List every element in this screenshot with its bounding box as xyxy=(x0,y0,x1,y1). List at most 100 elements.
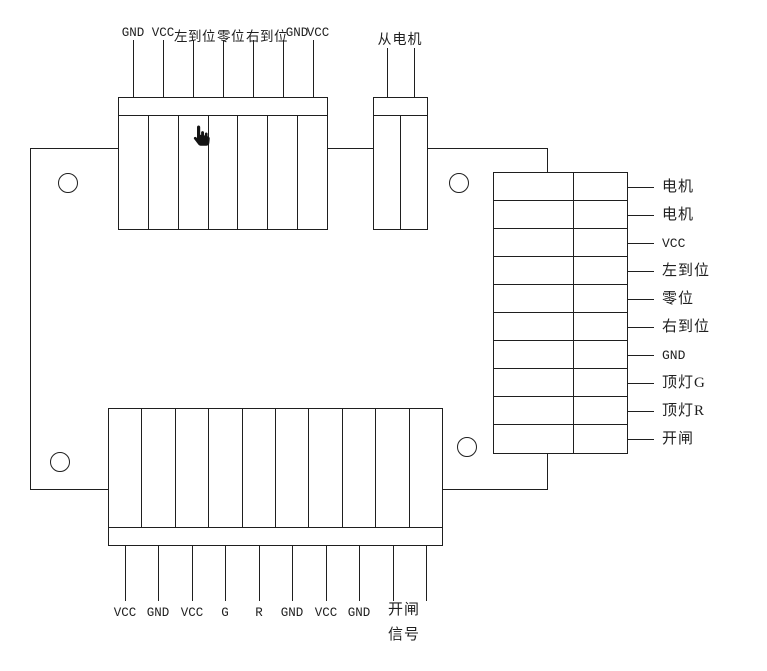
wire xyxy=(393,545,394,601)
wire xyxy=(359,545,360,601)
pin-label: 顶灯G xyxy=(662,375,706,391)
mounting-hole xyxy=(50,452,70,472)
wire xyxy=(163,40,164,97)
terminal-cell xyxy=(494,341,574,368)
pin-label: VCC xyxy=(306,26,330,40)
terminal-cell xyxy=(209,409,243,527)
terminal-row xyxy=(494,397,627,425)
pin-label: 顶灯R xyxy=(662,403,706,419)
gate-signal-label: 开闸 信号 xyxy=(388,598,420,648)
wire xyxy=(628,271,654,272)
mounting-hole xyxy=(457,437,477,457)
wire xyxy=(426,545,427,601)
terminal-cell xyxy=(574,173,627,200)
motor-terminal-cells xyxy=(374,116,427,229)
wire xyxy=(193,40,194,97)
terminal-cell xyxy=(494,257,574,284)
wire xyxy=(125,545,126,601)
terminal-cell xyxy=(494,229,574,256)
terminal-cell xyxy=(410,409,442,527)
wire xyxy=(133,40,134,97)
terminal-cell xyxy=(268,116,299,229)
pin-label: GND xyxy=(280,606,304,620)
pin-label: 电机 xyxy=(662,179,695,195)
top-terminal-strip xyxy=(118,97,328,116)
terminal-cell xyxy=(574,285,627,312)
pin-label: 左到位 xyxy=(662,263,711,279)
wire xyxy=(192,545,193,601)
wire xyxy=(158,545,159,601)
wire xyxy=(628,383,654,384)
terminal-cell xyxy=(494,201,574,228)
wire xyxy=(628,243,654,244)
terminal-row xyxy=(494,229,627,257)
pin-label: GND xyxy=(285,26,309,40)
wire xyxy=(628,411,654,412)
terminal-row xyxy=(494,285,627,313)
wire xyxy=(225,545,226,601)
terminal-row xyxy=(494,173,627,201)
hand-cursor-icon xyxy=(192,124,212,148)
wire xyxy=(326,545,327,601)
wire xyxy=(223,40,224,97)
terminal-cell xyxy=(374,116,401,229)
wire xyxy=(414,48,415,97)
pin-label: 开闸 xyxy=(662,431,695,447)
wire xyxy=(628,187,654,188)
mounting-hole xyxy=(449,173,469,193)
terminal-cell xyxy=(574,425,627,453)
terminal-cell xyxy=(119,116,149,229)
terminal-row xyxy=(494,425,627,453)
terminal-cell xyxy=(494,369,574,396)
bottom-terminal-cells xyxy=(109,409,442,527)
terminal-cell xyxy=(574,257,627,284)
pin-label: VCC xyxy=(180,606,204,620)
pin-label: 右到位 xyxy=(246,29,288,44)
right-terminal-block xyxy=(493,172,628,454)
wire xyxy=(628,327,654,328)
pin-label: G xyxy=(221,606,229,620)
terminal-cell xyxy=(109,409,143,527)
top-terminal-body xyxy=(118,115,328,230)
terminal-cell xyxy=(179,116,209,229)
mounting-hole xyxy=(58,173,78,193)
motor-terminal-strip xyxy=(373,97,428,116)
wire xyxy=(628,439,654,440)
terminal-cell xyxy=(276,409,310,527)
wire xyxy=(387,48,388,97)
terminal-cell xyxy=(238,116,269,229)
terminal-row xyxy=(494,201,627,229)
pin-label: 右到位 xyxy=(662,319,711,335)
terminal-cell xyxy=(149,116,179,229)
motor-connector-label: 从电机 xyxy=(377,33,423,48)
pin-label: VCC xyxy=(662,236,686,251)
terminal-cell xyxy=(309,409,343,527)
wire xyxy=(292,545,293,601)
pin-label: 零位 xyxy=(217,29,245,44)
terminal-cell xyxy=(494,425,574,453)
pin-label: VCC xyxy=(314,606,338,620)
terminal-cell xyxy=(574,397,627,424)
pin-label: GND xyxy=(121,26,145,40)
bottom-terminal-strip xyxy=(108,527,443,546)
terminal-cell xyxy=(401,116,427,229)
terminal-cell xyxy=(574,229,627,256)
wire xyxy=(253,40,254,97)
wire xyxy=(628,215,654,216)
terminal-cell xyxy=(494,397,574,424)
terminal-cell xyxy=(574,369,627,396)
wire xyxy=(259,545,260,601)
terminal-row xyxy=(494,369,627,397)
terminal-cell xyxy=(142,409,176,527)
terminal-cell xyxy=(494,285,574,312)
gate-signal-line2: 信号 xyxy=(387,627,421,643)
terminal-cell xyxy=(343,409,377,527)
terminal-row xyxy=(494,341,627,369)
pin-label: 左到位 xyxy=(174,29,216,44)
top-terminal-cells xyxy=(119,116,327,229)
pin-label: 零位 xyxy=(662,291,695,307)
bottom-terminal-body xyxy=(108,408,443,528)
pin-label: GND xyxy=(662,348,686,363)
terminal-cell xyxy=(574,341,627,368)
